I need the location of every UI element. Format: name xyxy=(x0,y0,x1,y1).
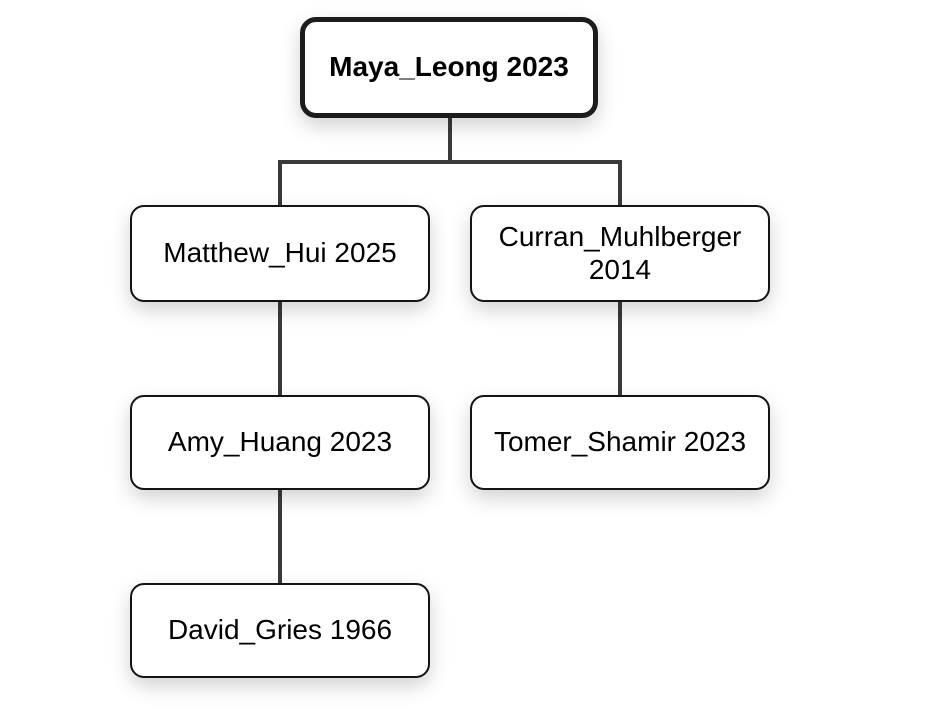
edge-matthew-to-amy xyxy=(278,302,282,395)
node-curran-muhlberger-label: Curran_Muhlberger 2014 xyxy=(498,221,742,285)
node-matthew-hui-label: Matthew_Hui 2025 xyxy=(163,237,397,269)
node-amy-huang-label: Amy_Huang 2023 xyxy=(167,426,393,458)
node-matthew-hui: Matthew_Hui 2025 xyxy=(130,205,430,302)
edge-root-stub xyxy=(448,118,452,164)
node-david-gries: David_Gries 1966 xyxy=(130,583,430,678)
node-maya-leong: Maya_Leong 2023 xyxy=(300,17,598,118)
node-david-gries-label: David_Gries 1966 xyxy=(167,614,393,646)
node-tomer-shamir: Tomer_Shamir 2023 xyxy=(470,395,770,490)
edge-split-right-drop xyxy=(618,160,622,205)
node-amy-huang: Amy_Huang 2023 xyxy=(130,395,430,490)
node-maya-leong-label: Maya_Leong 2023 xyxy=(329,51,569,83)
edge-amy-to-david xyxy=(278,490,282,583)
node-curran-muhlberger: Curran_Muhlberger 2014 xyxy=(470,205,770,302)
edge-split-left-drop xyxy=(278,160,282,205)
edge-curran-to-tomer xyxy=(618,302,622,395)
node-tomer-shamir-label: Tomer_Shamir 2023 xyxy=(493,426,747,458)
edge-split-horizontal-bar xyxy=(278,160,622,164)
